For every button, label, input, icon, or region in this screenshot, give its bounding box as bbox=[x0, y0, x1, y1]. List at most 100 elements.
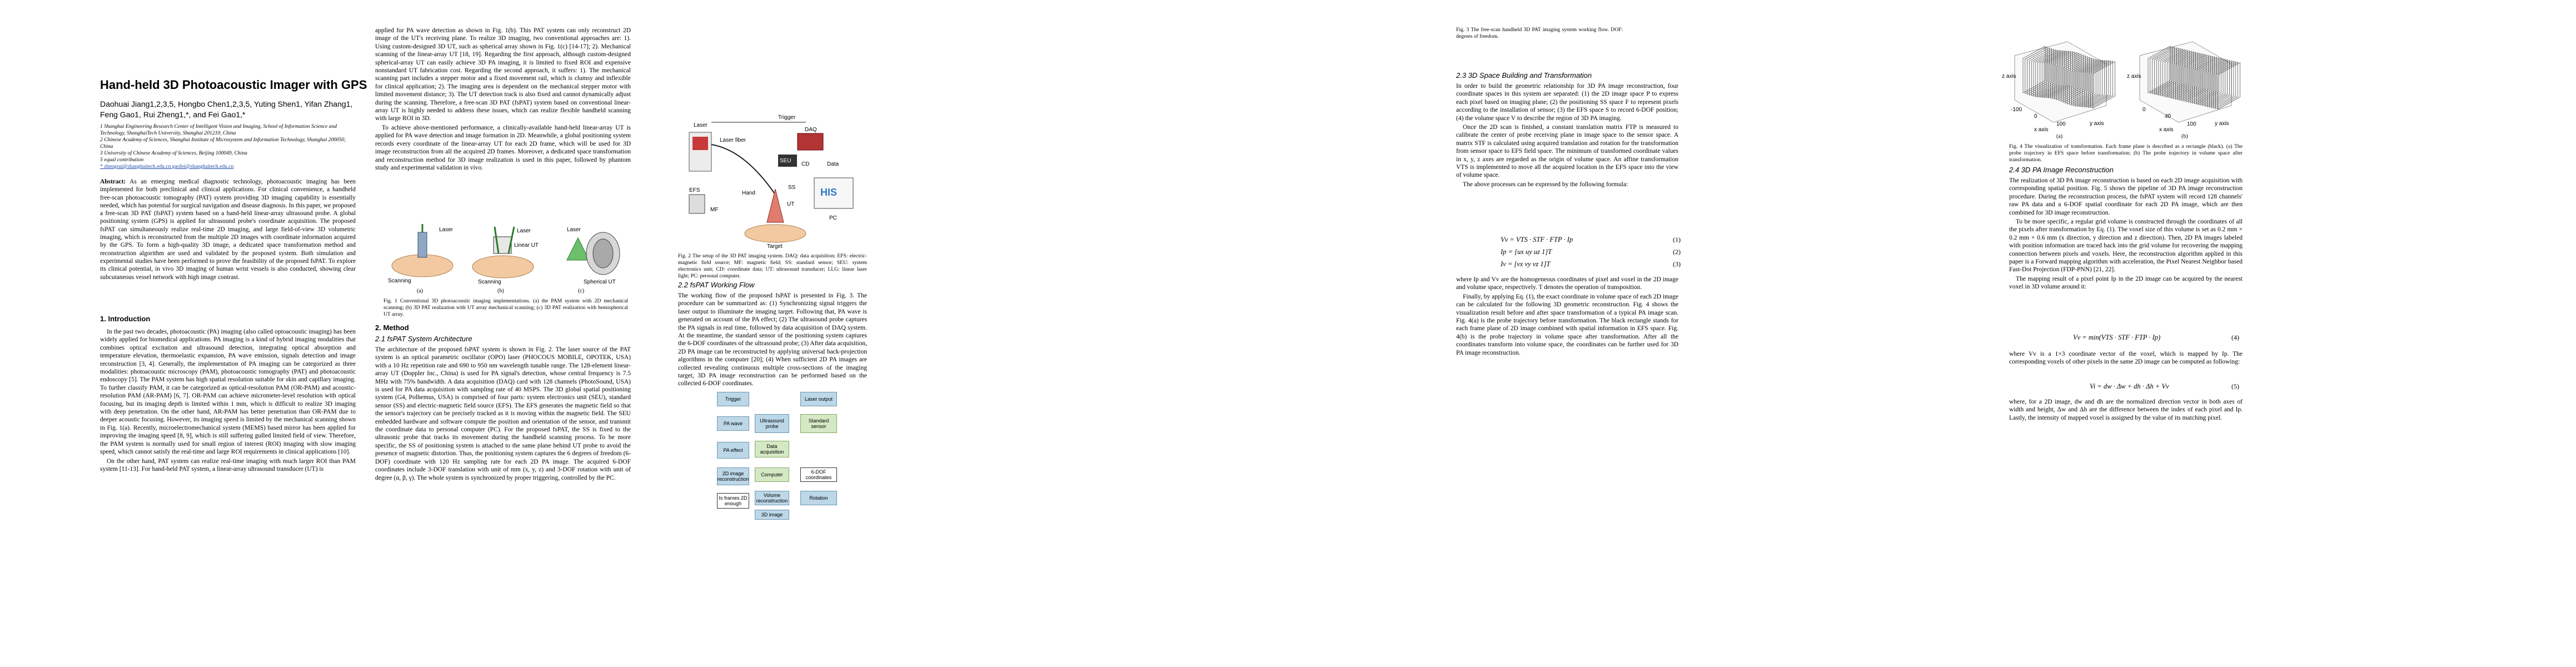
fig2-tag-ss: SS bbox=[788, 185, 796, 191]
frame-rectangle bbox=[2059, 53, 2081, 101]
fig2-daq-box bbox=[797, 133, 824, 151]
column-2-body: applied for PA wave detection as shown i… bbox=[375, 27, 631, 173]
frame-rectangle bbox=[2090, 61, 2113, 108]
frame-rectangle bbox=[2158, 48, 2181, 96]
fig4a-zaxis-label: z axis bbox=[2002, 73, 2016, 79]
frame-rectangle bbox=[2084, 60, 2107, 108]
frame-rectangle bbox=[2179, 53, 2203, 101]
frame-rectangle bbox=[2171, 51, 2194, 99]
frame-rectangle bbox=[2069, 58, 2092, 106]
frame-rectangle bbox=[2194, 57, 2217, 104]
section-2-4-paragraph-1: The realization of 3D PA image reconstru… bbox=[2009, 177, 2243, 216]
intro-paragraph-1: In the past two decades, photoacoustic (… bbox=[100, 328, 356, 456]
equation-4-number: (4) bbox=[2231, 334, 2239, 341]
frame-rectangle bbox=[2156, 48, 2179, 96]
fig2-seu-box bbox=[778, 155, 797, 167]
method-heading: 2. Method bbox=[375, 323, 409, 332]
section-2-2-body: The working flow of the proposed fsPAT i… bbox=[678, 292, 867, 389]
fig2-tag-laser: Laser bbox=[694, 122, 708, 128]
frame-rectangle bbox=[2075, 59, 2099, 107]
section-2-1-body: The architecture of the proposed fsPAT s… bbox=[375, 346, 631, 483]
fig1-label-b: (b) bbox=[497, 288, 504, 294]
section-2-4-paragraph-4: where Vv is a 1×3 coordinate vector of t… bbox=[2009, 351, 2243, 366]
figure-1-caption: Fig. 1 Conventional 3D photoacoustic ima… bbox=[383, 298, 628, 317]
fig4b-tick-2: 40 bbox=[2165, 113, 2171, 120]
fig4a-tick-2: 0 bbox=[2034, 113, 2037, 120]
section-2-3-paragraph-4: where Ip and Vv are the homogeneous coor… bbox=[1456, 276, 1678, 291]
fig3-node-computer: Computer bbox=[755, 467, 789, 482]
frame-rectangle bbox=[2154, 47, 2177, 95]
fig3-node-standard-sensor: Standard sensor bbox=[800, 414, 837, 433]
affiliation-2: 2 Chinese Academy of Sciences, Shanghai … bbox=[100, 137, 346, 150]
frame-rectangle bbox=[2056, 53, 2080, 101]
frame-rectangle bbox=[2050, 51, 2073, 99]
fig2-tag-laser-fiber: Laser fiber bbox=[720, 137, 746, 143]
figure-2-caption: Fig. 2 The setup of the 3D PAT imaging s… bbox=[678, 253, 867, 279]
paper-title: Hand-held 3D Photoacoustic Imager with G… bbox=[100, 78, 367, 92]
section-2-4-heading: 2.4 3D PA Image Reconstruction bbox=[2009, 166, 2114, 174]
fig2-efs-box bbox=[689, 194, 705, 214]
equation-3: Iv = [vx vy vz 1]T bbox=[1501, 260, 1551, 268]
section-2-1-paragraph: The architecture of the proposed fsPAT s… bbox=[375, 346, 631, 481]
equation-1: Vv = VTS · STF · FTP · Ip bbox=[1501, 236, 1573, 243]
intro-body: In the past two decades, photoacoustic (… bbox=[100, 328, 356, 474]
frame-rectangle bbox=[2209, 60, 2232, 108]
fig3-node-frames-decision: Is frames 2D enough bbox=[717, 493, 749, 509]
fig3-node-pa-effect: PA effect bbox=[717, 442, 749, 459]
frame-rectangle bbox=[2071, 58, 2094, 106]
frame-rectangle bbox=[2213, 61, 2236, 109]
affiliation-4: 5 equal contribution bbox=[100, 157, 144, 163]
section-2-3-paragraph-1: In order to build the geometric relation… bbox=[1456, 83, 1678, 122]
fig2-tag-target: Target bbox=[767, 243, 783, 250]
frame-rectangle bbox=[2150, 46, 2173, 94]
section-2-3-paragraph-5: Finally, by applying Eq. (1), the exact … bbox=[1456, 293, 1678, 356]
fig4b-tick-1: 0 bbox=[2142, 107, 2146, 113]
fig4b-frame-rectangles bbox=[2148, 46, 2240, 110]
frame-rectangle bbox=[2052, 52, 2075, 99]
frame-rectangle bbox=[2196, 57, 2219, 105]
fig2-tag-ut: UT bbox=[787, 201, 794, 207]
frame-rectangle bbox=[2215, 62, 2238, 109]
section-2-4-paragraph-2: To be more specific, a regular grid volu… bbox=[2009, 218, 2243, 273]
fig1-panel-c: Laser Spherical UT bbox=[566, 227, 620, 285]
frame-rectangle bbox=[2092, 61, 2115, 109]
fig2-tag-seu: SEU bbox=[780, 158, 791, 164]
frame-rectangle bbox=[2086, 60, 2109, 108]
figure-1-illustration: Laser Scanning Laser Linear UT Scanning … bbox=[388, 224, 620, 285]
paper-page-1: Hand-held 3D Photoacoustic Imager with G… bbox=[0, 0, 645, 667]
frame-rectangle bbox=[2027, 47, 2050, 95]
fig2-hand-probe bbox=[766, 188, 784, 223]
frame-rectangle bbox=[2037, 50, 2060, 98]
col2-paragraph-2: To achieve above-mentioned performance, … bbox=[375, 124, 631, 171]
fig2-tag-daq: DAQ bbox=[805, 127, 817, 133]
frame-rectangle bbox=[2033, 49, 2056, 97]
section-2-3-paragraph-3: The above processes can be expressed by … bbox=[1463, 181, 1628, 188]
frame-rectangle bbox=[2177, 53, 2200, 101]
fig3-node-pa-wave: PA wave bbox=[717, 416, 749, 431]
fig1-label-a: (a) bbox=[417, 288, 423, 294]
fig1-tag-laser-c: Laser bbox=[567, 227, 581, 233]
section-2-3-body-bottom: where Ip and Vv are the homogeneous coor… bbox=[1456, 276, 1678, 358]
fig3-node-trigger: Trigger bbox=[717, 392, 749, 406]
fig4a-frame-rectangles bbox=[2022, 46, 2115, 109]
frame-rectangle bbox=[2181, 53, 2205, 101]
corresponding-email-link[interactable]: * zhengrui@shanghaitech.edu.cn gaofei@sh… bbox=[100, 163, 234, 170]
fig1-tag-laser-b: Laser bbox=[517, 228, 531, 234]
fig2-tag-mf: MF bbox=[710, 207, 718, 213]
abstract-label: Abstract: bbox=[100, 178, 126, 185]
affiliations: 1 Shanghai Engineering Research Center o… bbox=[100, 123, 356, 170]
frame-rectangle bbox=[2022, 46, 2046, 93]
frame-rectangle bbox=[2044, 51, 2067, 98]
author-list: Daohuai Jiang1,2,3,5, Hongbo Chen1,2,3,5… bbox=[100, 99, 356, 120]
fig2-tag-hand: Hand bbox=[742, 190, 755, 196]
frame-rectangle bbox=[2041, 50, 2065, 98]
frame-rectangle bbox=[2169, 51, 2192, 98]
fig2-tag-data: Data bbox=[827, 161, 839, 167]
fig3-node-rotation: Rotation bbox=[800, 491, 837, 505]
frame-rectangle bbox=[2080, 59, 2102, 107]
figure-4a-trajectory-plot: x axis y axis z axis -100 0 100 bbox=[2002, 41, 2115, 133]
authors-line-2: Feng Gao1, Rui Zheng1,*, and Fei Gao1,* bbox=[100, 110, 246, 119]
intro-heading: 1. Introduction bbox=[100, 315, 151, 323]
equation-4: Vv = min(VTS · STF · FTP · Ip) bbox=[2073, 334, 2161, 341]
section-2-1-heading: 2.1 fsPAT System Architecture bbox=[375, 335, 472, 343]
